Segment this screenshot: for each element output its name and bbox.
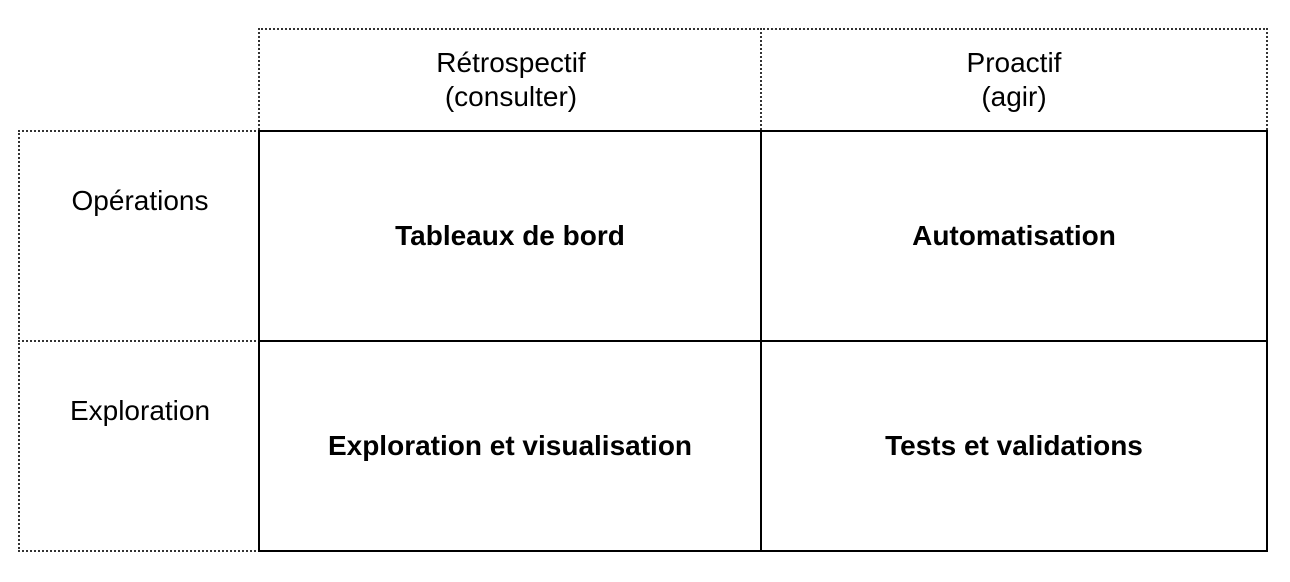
column-header-title: Proactif [966,47,1062,78]
cell-exploration-retrospectif: Exploration et visualisation [260,342,760,550]
cell-exploration-proactif: Tests et validations [762,342,1266,550]
cell-label: Automatisation [912,220,1116,251]
column-header-proactif: Proactif (agir) [760,28,1268,130]
column-header-subtitle: (agir) [981,81,1047,112]
row-header-operations: Opérations [18,130,260,342]
column-header-retrospectif: Rétrospectif (consulter) [258,28,762,130]
cell-label: Tableaux de bord [395,220,625,251]
matrix-grid-horizontal-divider [258,340,1268,342]
cell-label: Exploration et visualisation [327,430,693,461]
cell-label: Tests et validations [885,430,1143,461]
row-header-exploration: Exploration [18,340,260,552]
column-header-label: Proactif (agir) [762,46,1266,114]
cell-operations-retrospectif: Tableaux de bord [260,132,760,340]
cell-operations-proactif: Automatisation [762,132,1266,340]
row-header-label: Opérations [71,185,209,216]
column-header-subtitle: (consulter) [444,81,578,112]
column-header-label: Rétrospectif (consulter) [260,46,762,114]
column-header-title: Rétrospectif [436,47,586,78]
row-header-label: Exploration [69,395,211,426]
